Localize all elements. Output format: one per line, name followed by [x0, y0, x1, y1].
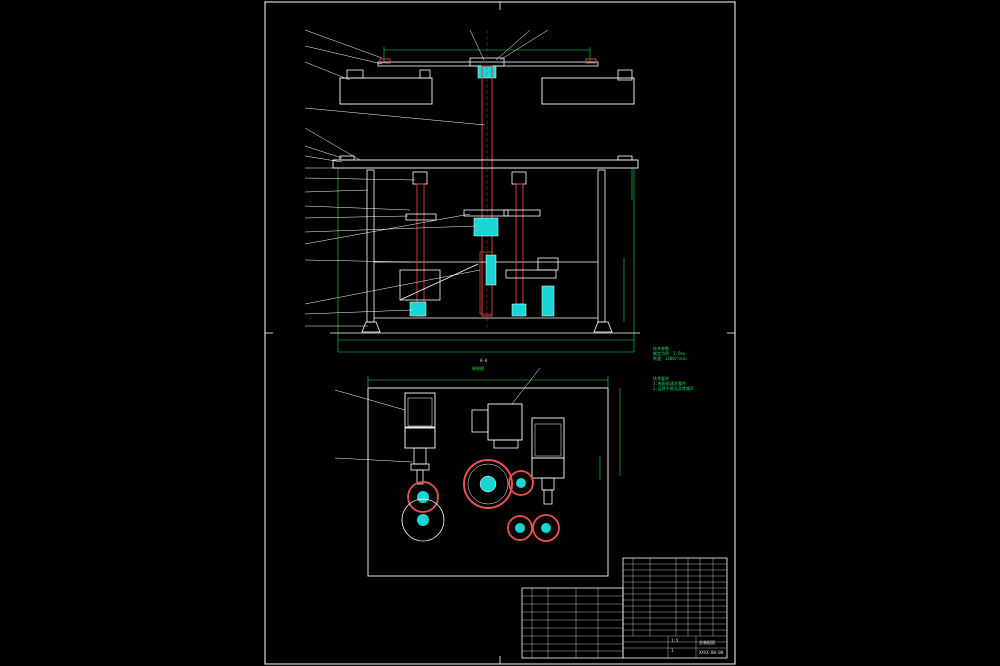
front-view: A-A 俯视图 — [304, 29, 640, 371]
svg-text:1.装配前清洗零件: 1.装配前清洗零件 — [653, 380, 686, 386]
motor — [487, 403, 523, 441]
svg-text:转速：1400r/min: 转速：1400r/min — [653, 355, 687, 361]
drawing-number: XXXX-00-00 — [699, 650, 724, 655]
technical-notes: 技术参数 额定功率：1.5kw 转速：1400r/min 技术要求 1.装配前清… — [653, 345, 694, 391]
svg-text:2.运转平稳无异常噪声: 2.运转平稳无异常噪声 — [653, 385, 694, 391]
sheet-number: 1 — [671, 648, 674, 653]
scale: 1:5 — [671, 638, 679, 643]
plan-view — [334, 367, 621, 577]
view-caption: 俯视图 — [472, 365, 484, 371]
gear — [532, 514, 560, 542]
gear — [463, 459, 513, 509]
svg-text:额定功率：1.5kw: 额定功率：1.5kw — [653, 350, 686, 356]
svg-text:技术要求: 技术要求 — [653, 375, 669, 381]
gear — [508, 470, 534, 496]
drawing-title: 总装配图 — [699, 639, 715, 645]
gear — [407, 481, 439, 513]
title-block: 总装配图 XXXX-00-00 1:5 1 — [521, 557, 728, 659]
svg-text:技术参数: 技术参数 — [653, 345, 669, 351]
gear — [401, 498, 445, 542]
gear — [507, 515, 533, 541]
view-label: A-A — [480, 358, 488, 363]
